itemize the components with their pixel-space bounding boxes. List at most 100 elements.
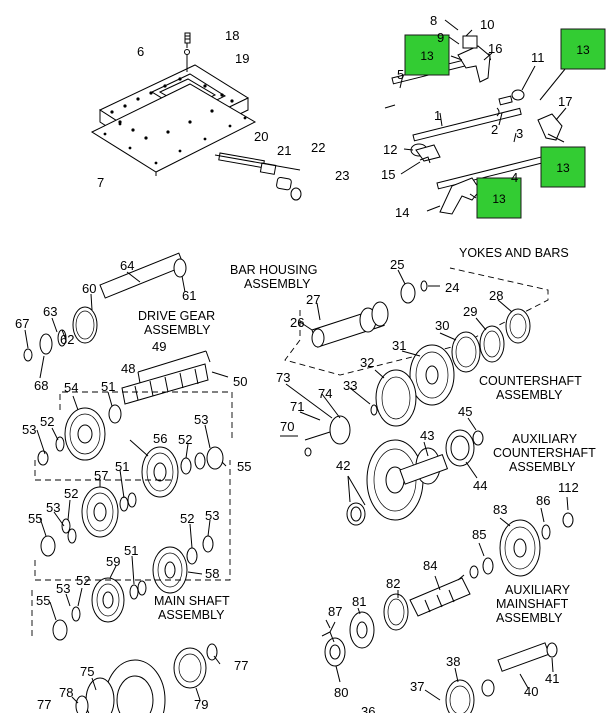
callout-2: 2 [491,122,498,137]
caption-aux-mainshaft-2: MAINSHAFT [496,597,569,611]
callout-25: 25 [390,257,404,272]
callout-41: 41 [545,671,559,686]
callout-73: 73 [276,370,290,385]
callout-badge[interactable]: 13 [404,34,450,76]
callout-52: 52 [76,573,90,588]
callout-52: 52 [64,486,78,501]
caption-drive-gear-2: ASSEMBLY [144,323,211,337]
auxiliary-countershaft-assembly [346,417,484,526]
callout-1: 1 [434,108,441,123]
callout-16: 16 [488,41,502,56]
cover-plate-assembly [90,32,257,176]
callout-53: 53 [56,581,70,596]
shift-rod-parts [214,152,302,201]
callout-9: 9 [437,30,444,45]
callout-23: 23 [335,168,349,183]
callout-83: 83 [493,502,507,517]
callout-81: 81 [352,594,366,609]
caption-bar-housing-2: ASSEMBLY [244,277,311,291]
callout-badge[interactable]: 13 [540,146,586,188]
callout-27: 27 [306,292,320,307]
caption-aux-mainshaft-3: ASSEMBLY [496,611,563,625]
callout-55: 55 [36,593,50,608]
callout-51: 51 [115,459,129,474]
badge-box[interactable] [540,146,586,188]
main-shaft [108,350,229,424]
callout-78: 78 [59,685,73,700]
callout-5: 5 [397,67,404,82]
callout-53: 53 [46,500,60,515]
drive-gear-assembly [23,252,187,379]
callout-21: 21 [277,143,291,158]
callout-36: 36 [361,704,375,713]
callout-59: 59 [106,554,120,569]
countershaft-assembly [280,267,549,457]
callout-8: 8 [430,13,437,28]
callout-7: 7 [97,175,104,190]
callout-55: 55 [237,459,251,474]
badge-label: 13 [576,43,590,57]
callout-77: 77 [234,658,248,673]
callout-62: 62 [60,332,74,347]
callout-32: 32 [360,355,374,370]
callout-57: 57 [94,468,108,483]
badge-label: 13 [556,161,570,175]
callout-48: 48 [121,361,135,376]
callout-51: 51 [124,543,138,558]
callout-84: 84 [423,558,437,573]
callout-63: 63 [43,304,57,319]
callout-53: 53 [22,422,36,437]
callout-67: 67 [15,316,29,331]
callout-50: 50 [233,374,247,389]
callout-87: 87 [328,604,342,619]
callout-4: 4 [511,170,518,185]
callout-badge[interactable]: 13 [476,177,522,219]
main-shaft-gears [31,391,233,641]
callout-52: 52 [40,414,54,429]
callout-badge[interactable]: 13 [560,28,606,70]
callout-6: 6 [137,44,144,59]
callout-74: 74 [318,386,332,401]
callout-52: 52 [178,432,192,447]
callout-85: 85 [472,527,486,542]
callout-19: 19 [235,51,249,66]
callout-77: 77 [37,697,51,712]
callout-52: 52 [180,511,194,526]
callout-10: 10 [480,17,494,32]
callout-11: 11 [531,50,545,65]
bottom-parts [71,642,558,718]
callout-79: 79 [194,697,208,712]
badge-box[interactable] [404,34,450,76]
callout-86: 86 [536,493,550,508]
callout-55: 55 [28,511,42,526]
badge-box[interactable] [476,177,522,219]
callout-33: 33 [343,378,357,393]
badge-box[interactable] [560,28,606,70]
caption-main-shaft-2: ASSEMBLY [158,608,225,622]
callout-64: 64 [120,258,134,273]
callout-14: 14 [395,205,409,220]
callout-numbers: 1 2 3 4 5 6 7 8 9 10 11 12 14 15 16 17 1… [15,13,579,718]
callout-26: 26 [290,315,304,330]
callout-60: 60 [82,281,96,296]
callout-44: 44 [473,478,487,493]
callout-42: 42 [336,458,350,473]
caption-yokes-and-bars: YOKES AND BARS [459,246,569,260]
caption-main-shaft: MAIN SHAFT [154,594,230,608]
callout-80: 80 [334,685,348,700]
caption-countershaft-2: ASSEMBLY [496,388,563,402]
callout-31: 31 [392,338,406,353]
caption-aux-mainshaft: AUXILIARY [505,583,571,597]
callout-75: 75 [80,664,94,679]
callout-22: 22 [311,140,325,155]
callout-71: 71 [290,399,304,414]
callout-61: 61 [182,288,196,303]
caption-aux-countershaft-3: ASSEMBLY [509,460,576,474]
callout-82: 82 [386,576,400,591]
callout-54: 54 [64,380,78,395]
callout-20: 20 [254,129,268,144]
caption-aux-countershaft-2: COUNTERSHAFT [493,446,596,460]
callout-15: 15 [381,167,395,182]
